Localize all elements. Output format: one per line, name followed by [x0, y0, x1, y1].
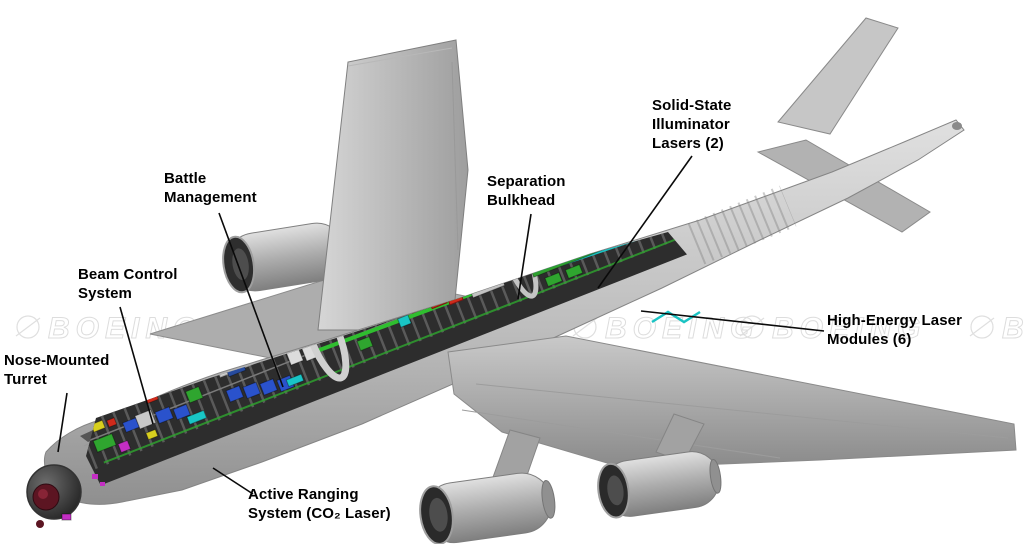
near-wing: [447, 335, 1017, 469]
near-engine1-nacelle: [419, 472, 556, 544]
label-separation-bulkhead: Separation Bulkhead: [487, 173, 566, 209]
label-nose-mounted-turret: Nose-Mounted Turret: [4, 352, 110, 388]
watermark-text: BOEING: [1002, 312, 1024, 345]
label-high-energy-laser-modules: High-Energy Laser Modules (6): [827, 312, 963, 348]
boeing-logo-icon: [970, 315, 994, 339]
label-solid-state-illuminator-lasers: Solid-State Illuminator Lasers (2): [652, 97, 732, 152]
wing-panel-line: [461, 409, 781, 459]
watermark-text: BOEING: [605, 312, 759, 345]
label-battle-management: Battle Management: [164, 170, 257, 206]
upper-horizontal-stabilizer: [777, 17, 899, 135]
wing-panel-line: [475, 383, 1009, 439]
vertical-stabilizer: [317, 39, 469, 331]
label-active-ranging-system: Active Ranging System (CO₂ Laser): [248, 486, 391, 522]
nose-turret: [26, 464, 105, 528]
apu-exhaust: [952, 122, 962, 130]
turret-sensor-dot: [36, 520, 44, 528]
boeing-logo-icon: [16, 315, 40, 339]
near-engine2-nacelle: [597, 451, 722, 519]
label-beam-control-system: Beam Control System: [78, 266, 178, 302]
aft-frame-stripes: [687, 185, 797, 265]
